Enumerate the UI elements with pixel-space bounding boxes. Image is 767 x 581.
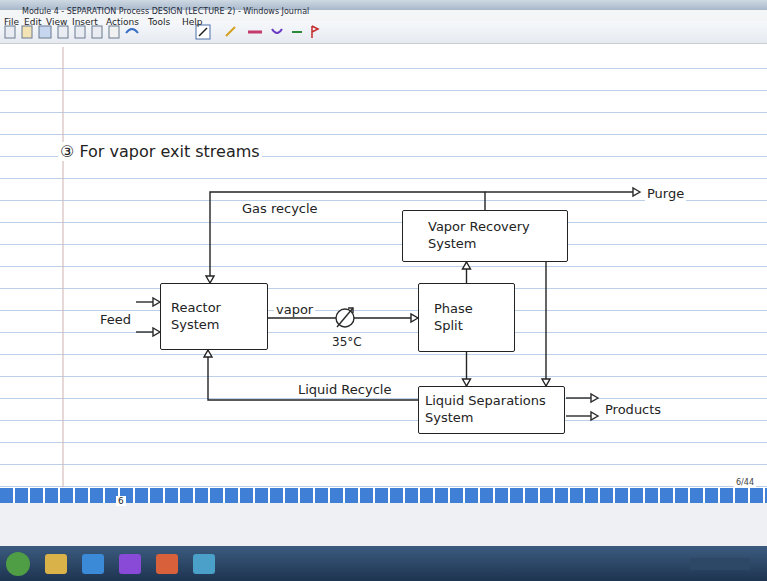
menu-item: Actions [106, 17, 139, 27]
purge-label-holder: Purge [645, 183, 686, 202]
menu-item: File [4, 17, 19, 27]
edge-label: Gas recycle [240, 201, 320, 216]
menu-item-holder: Actions [106, 10, 139, 29]
window-title: Module 4 - SEPARATION Process DESIGN (LE… [22, 7, 309, 16]
flow-connector [463, 262, 471, 283]
ruled-paper [0, 47, 767, 487]
reactor-box: Reactor System [160, 283, 268, 350]
menu-item-holder: Help [182, 10, 203, 29]
box-text: Phase Split [434, 301, 499, 335]
connector-line [545, 262, 546, 386]
menu-item-holder: Insert [72, 10, 98, 29]
menu-item-holder: Edit [24, 10, 41, 29]
flow-connector [204, 350, 418, 400]
menu-item-holder: View [46, 10, 67, 29]
taskbar [0, 546, 767, 581]
edge-label: vapor [274, 302, 315, 317]
page-number: 6 [116, 496, 126, 506]
menu-item: Tools [148, 17, 170, 27]
feed-arrows [136, 298, 160, 336]
box-text: Reactor System [171, 300, 257, 334]
taskbar-icons [0, 546, 767, 581]
arrow-head [463, 379, 471, 386]
menu-item-holder: Tools [148, 10, 170, 29]
temperature-label: 35°C [330, 335, 364, 349]
bottom-area [0, 503, 767, 546]
flow-connector [463, 352, 471, 386]
edge-label-holder: vapor [274, 299, 315, 318]
arrow-head [411, 314, 418, 322]
menu-item-holder: File [4, 10, 19, 29]
flow-connector [542, 262, 550, 386]
arrow-head [542, 379, 550, 386]
heat-exchanger-symbol [336, 308, 354, 327]
arrow-head [204, 350, 212, 357]
edge-label: Liquid Recycle [296, 382, 393, 397]
window-title-holder: Module 4 - SEPARATION Process DESIGN (LE… [22, 0, 309, 18]
section-heading-holder: ③ For vapor exit streams [58, 142, 262, 161]
page-count: 6/44 [734, 478, 756, 487]
purge-line [485, 188, 640, 196]
arrow-head [206, 276, 214, 283]
menu-item: Help [182, 17, 203, 27]
box-text: Vapor Recovery System [428, 219, 542, 253]
products-label: Products [603, 402, 663, 417]
products-label-holder: Products [603, 399, 663, 418]
purge-label: Purge [645, 186, 686, 201]
menu-item: View [46, 17, 67, 27]
page-number-holder: 6 [116, 489, 126, 508]
edge-label-holder: Gas recycle [240, 198, 320, 217]
section-heading: ③ For vapor exit streams [58, 142, 262, 161]
connector-line [208, 350, 418, 400]
edge-label-holder: Liquid Recycle [296, 379, 393, 398]
vapor-recovery-box: Vapor Recovery System [402, 210, 568, 262]
feed-label: Feed [98, 312, 133, 327]
arrow-head [463, 262, 471, 269]
menu-item: Insert [72, 17, 98, 27]
liquid-separation-box: Liquid Separations System [418, 386, 565, 434]
page-count-holder: 6/44 [734, 470, 756, 489]
margin-line [63, 47, 64, 487]
product-arrows [566, 394, 598, 420]
temperature-label-holder: 35°C [330, 331, 364, 350]
menu-item: Edit [24, 17, 41, 27]
box-text: Liquid Separations System [425, 393, 558, 427]
phase-split-box: Phase Split [418, 283, 515, 352]
feed-label-holder: Feed [98, 309, 133, 328]
